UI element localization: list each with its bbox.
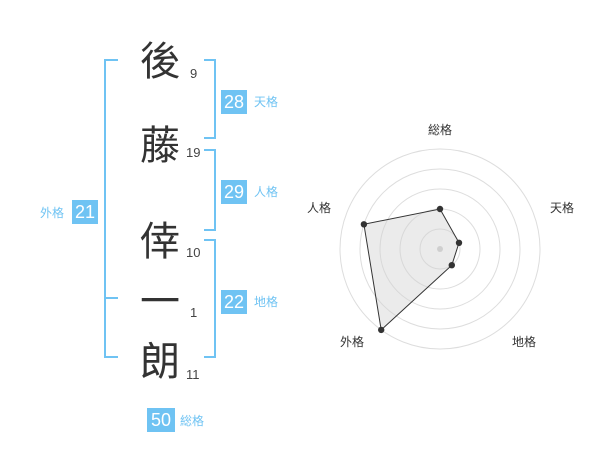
gaikaku-value-badge: 21 (72, 200, 98, 224)
name-char-1: 後 (140, 39, 180, 85)
radar-axis-label-tenkaku: 天格 (550, 201, 575, 215)
soukaku-value-badge: 50 (147, 408, 175, 432)
name-char-2: 藤 (140, 123, 180, 169)
radar-point-3 (448, 262, 455, 269)
stroke-count-4: 1 (190, 305, 198, 320)
name-char-5: 朗 (140, 339, 180, 385)
radar-axis-label-gaikaku: 外格 (340, 335, 365, 349)
radar-axis-label-soukaku: 総格 (428, 123, 453, 137)
name-char-3: 倖 (140, 219, 180, 265)
jinkaku-label: 人格 (254, 185, 279, 199)
stroke-count-3: 10 (186, 245, 201, 260)
stroke-count-5: 11 (186, 367, 200, 382)
gaikaku-label: 外格 (40, 206, 65, 220)
soukaku-label: 総格 (180, 414, 205, 428)
radar-data-polygon (363, 208, 460, 331)
stroke-count-2: 19 (186, 145, 201, 160)
radar-axis-label-jinkaku: 人格 (307, 201, 332, 215)
radar-ring-1 (419, 228, 461, 270)
radar-point-1 (436, 205, 444, 213)
chikaku-label: 地格 (254, 295, 279, 309)
radar-point-2 (455, 239, 463, 246)
tenkaku-label: 天格 (254, 95, 279, 109)
stroke-count-1: 9 (190, 66, 198, 81)
chikaku-value-badge: 22 (221, 290, 247, 314)
radar-ring-4 (359, 168, 521, 330)
radar-point-4 (378, 326, 385, 334)
radar-point-5 (360, 221, 368, 228)
radar-axis-label-chikaku: 地格 (512, 335, 537, 349)
radar-center-dot (437, 246, 443, 252)
name-char-4: 一 (140, 279, 180, 325)
radar-ring-5 (339, 148, 541, 350)
radar-ring-3 (379, 188, 501, 310)
tenkaku-value-badge: 28 (221, 90, 247, 114)
jinkaku-value-badge: 29 (221, 180, 247, 204)
